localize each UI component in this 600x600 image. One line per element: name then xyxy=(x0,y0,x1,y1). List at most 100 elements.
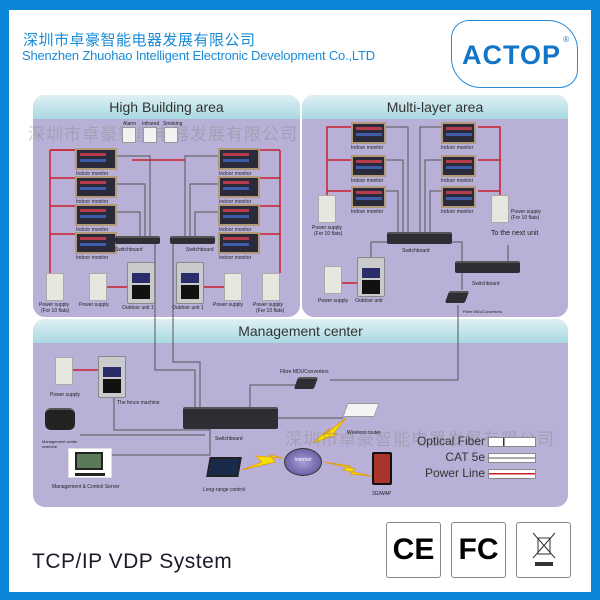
power-supply-note: (For 10 flats) xyxy=(41,308,70,314)
watermark: 深圳市卓豪智能电器发展有限公司 xyxy=(285,430,555,449)
sensor-label: Infrared xyxy=(142,121,160,127)
indoor-monitor xyxy=(218,204,260,226)
internet-icon: Internet xyxy=(284,448,322,476)
switchboard-label: Switchboard xyxy=(472,281,500,287)
legend-power-line: Power Line xyxy=(424,466,485,480)
switchboard xyxy=(387,232,452,244)
indoor-monitor-label: Indoor monitor xyxy=(441,178,474,184)
outdoor-unit xyxy=(357,257,385,297)
panel-title: Multi-layer area xyxy=(302,95,568,119)
switchboard-label: Switchboard xyxy=(186,247,214,253)
switchboard xyxy=(455,261,520,273)
power-supply xyxy=(324,266,342,294)
next-unit-label: To the next unit xyxy=(491,230,539,237)
panel-multi-layer: Multi-layer area xyxy=(302,95,568,317)
power-supply-label: Power supply xyxy=(511,209,542,215)
indoor-monitor xyxy=(351,155,386,177)
indoor-monitor xyxy=(441,155,476,177)
indoor-monitor xyxy=(441,122,476,144)
indoor-monitor xyxy=(218,148,260,170)
wireless-router xyxy=(342,403,380,417)
indoor-monitor xyxy=(351,186,386,208)
registered-mark: ® xyxy=(563,35,569,44)
indoor-monitor-label: Indoor monitor xyxy=(219,171,252,177)
legend-cat5e: CAT 5e xyxy=(445,450,485,464)
cat5e-swatch xyxy=(488,453,536,463)
indoor-monitor-label: Indoor monitor xyxy=(351,209,384,215)
panel-title: High Building area xyxy=(33,95,300,119)
wireless-bolts xyxy=(241,417,373,477)
switchboard-label: Switchboard xyxy=(215,436,243,442)
indoor-monitor-label: Indoor monitor xyxy=(219,255,252,261)
power-supply-note: (For 10 flats) xyxy=(511,215,540,221)
legend-optical-fiber: Optical Fiber xyxy=(416,434,485,448)
indoor-monitor xyxy=(351,122,386,144)
fence-machine-label: The fence machine xyxy=(117,400,160,406)
fibre-label: Fibre MDUConverters xyxy=(280,369,329,375)
power-supply xyxy=(55,357,73,385)
indoor-monitor xyxy=(75,148,117,170)
power-supply xyxy=(262,273,280,301)
power-supply-label: Power supply xyxy=(253,302,284,308)
actop-logo: ACTOP® xyxy=(451,20,578,88)
switchboard xyxy=(115,236,160,244)
panel-title: Management center xyxy=(33,319,568,343)
fibre-label: Fibre MDUConverters xyxy=(463,309,502,314)
switchboard-label: Switchboard xyxy=(115,247,143,253)
power-supply-note: (For 10 flats) xyxy=(256,308,285,314)
indoor-monitor xyxy=(441,186,476,208)
indoor-monitor-label: Indoor monitor xyxy=(351,178,384,184)
power-supply xyxy=(318,195,336,223)
laptop-icon xyxy=(206,457,242,477)
system-title: TCP/IP VDP System xyxy=(32,550,233,573)
router-label: Wireless router xyxy=(347,430,381,436)
weee-bin-icon xyxy=(516,522,571,578)
watermark: 深圳市卓豪智能电器发展有限公司 xyxy=(28,125,298,144)
indoor-monitor-label: Indoor monitor xyxy=(76,171,109,177)
power-supply-label: Power supply xyxy=(312,225,343,231)
outdoor-unit-label: Outdoor unit 1 xyxy=(172,305,204,311)
laptop-label: Long-range control xyxy=(203,487,245,493)
switchboard-label: Switchboard xyxy=(402,248,430,254)
indoor-monitor-label: Indoor monitor xyxy=(219,199,252,205)
fcc-mark-icon: FC xyxy=(451,522,506,578)
logo-text: ACTOP xyxy=(462,40,562,70)
power-line-swatch xyxy=(488,469,536,479)
indoor-monitor xyxy=(75,232,117,254)
indoor-monitor-label: Indoor monitor xyxy=(219,227,252,233)
company-name-cn: 深圳市卓豪智能电器发展有限公司 xyxy=(23,32,256,49)
indoor-monitor-label: Indoor monitor xyxy=(441,209,474,215)
phone-label: 3G/WAP xyxy=(372,491,392,497)
indoor-monitor xyxy=(218,232,260,254)
infrared-sensor xyxy=(143,127,157,143)
smartphone-icon xyxy=(372,452,392,485)
smoking-sensor xyxy=(164,127,178,143)
indoor-monitor-label: Indoor monitor xyxy=(76,255,109,261)
power-lines xyxy=(49,126,501,371)
indoor-monitor-label: Indoor monitor xyxy=(76,199,109,205)
power-supply-label: Power supply xyxy=(318,298,349,304)
power-supply xyxy=(89,273,107,301)
power-supply xyxy=(491,195,509,223)
power-supply xyxy=(224,273,242,301)
power-supply-label: Power supply xyxy=(213,302,244,308)
alarm-sensor xyxy=(122,127,136,143)
server-computer xyxy=(68,448,112,478)
power-supply-label: Power supply xyxy=(79,302,110,308)
switchboard xyxy=(170,236,215,244)
indoor-monitor-label: Indoor monitor xyxy=(351,145,384,151)
power-supply-label: Power supply xyxy=(39,302,70,308)
outdoor-unit xyxy=(176,262,204,304)
data-lines xyxy=(80,126,509,456)
sensor-label: Smoking xyxy=(163,121,183,127)
company-name-en: Shenzhen Zhuohao Intelligent Electronic … xyxy=(22,48,375,63)
optical-fiber-swatch xyxy=(488,437,536,447)
server-label: Management & Control Server xyxy=(52,484,120,490)
power-supply-label: Power supply xyxy=(50,392,81,398)
power-supply xyxy=(46,273,64,301)
outdoor-unit-label: Outdoor unit xyxy=(355,298,383,304)
outdoor-unit xyxy=(127,262,155,304)
fence-machine xyxy=(98,356,126,398)
ce-mark-icon: CE xyxy=(386,522,441,578)
